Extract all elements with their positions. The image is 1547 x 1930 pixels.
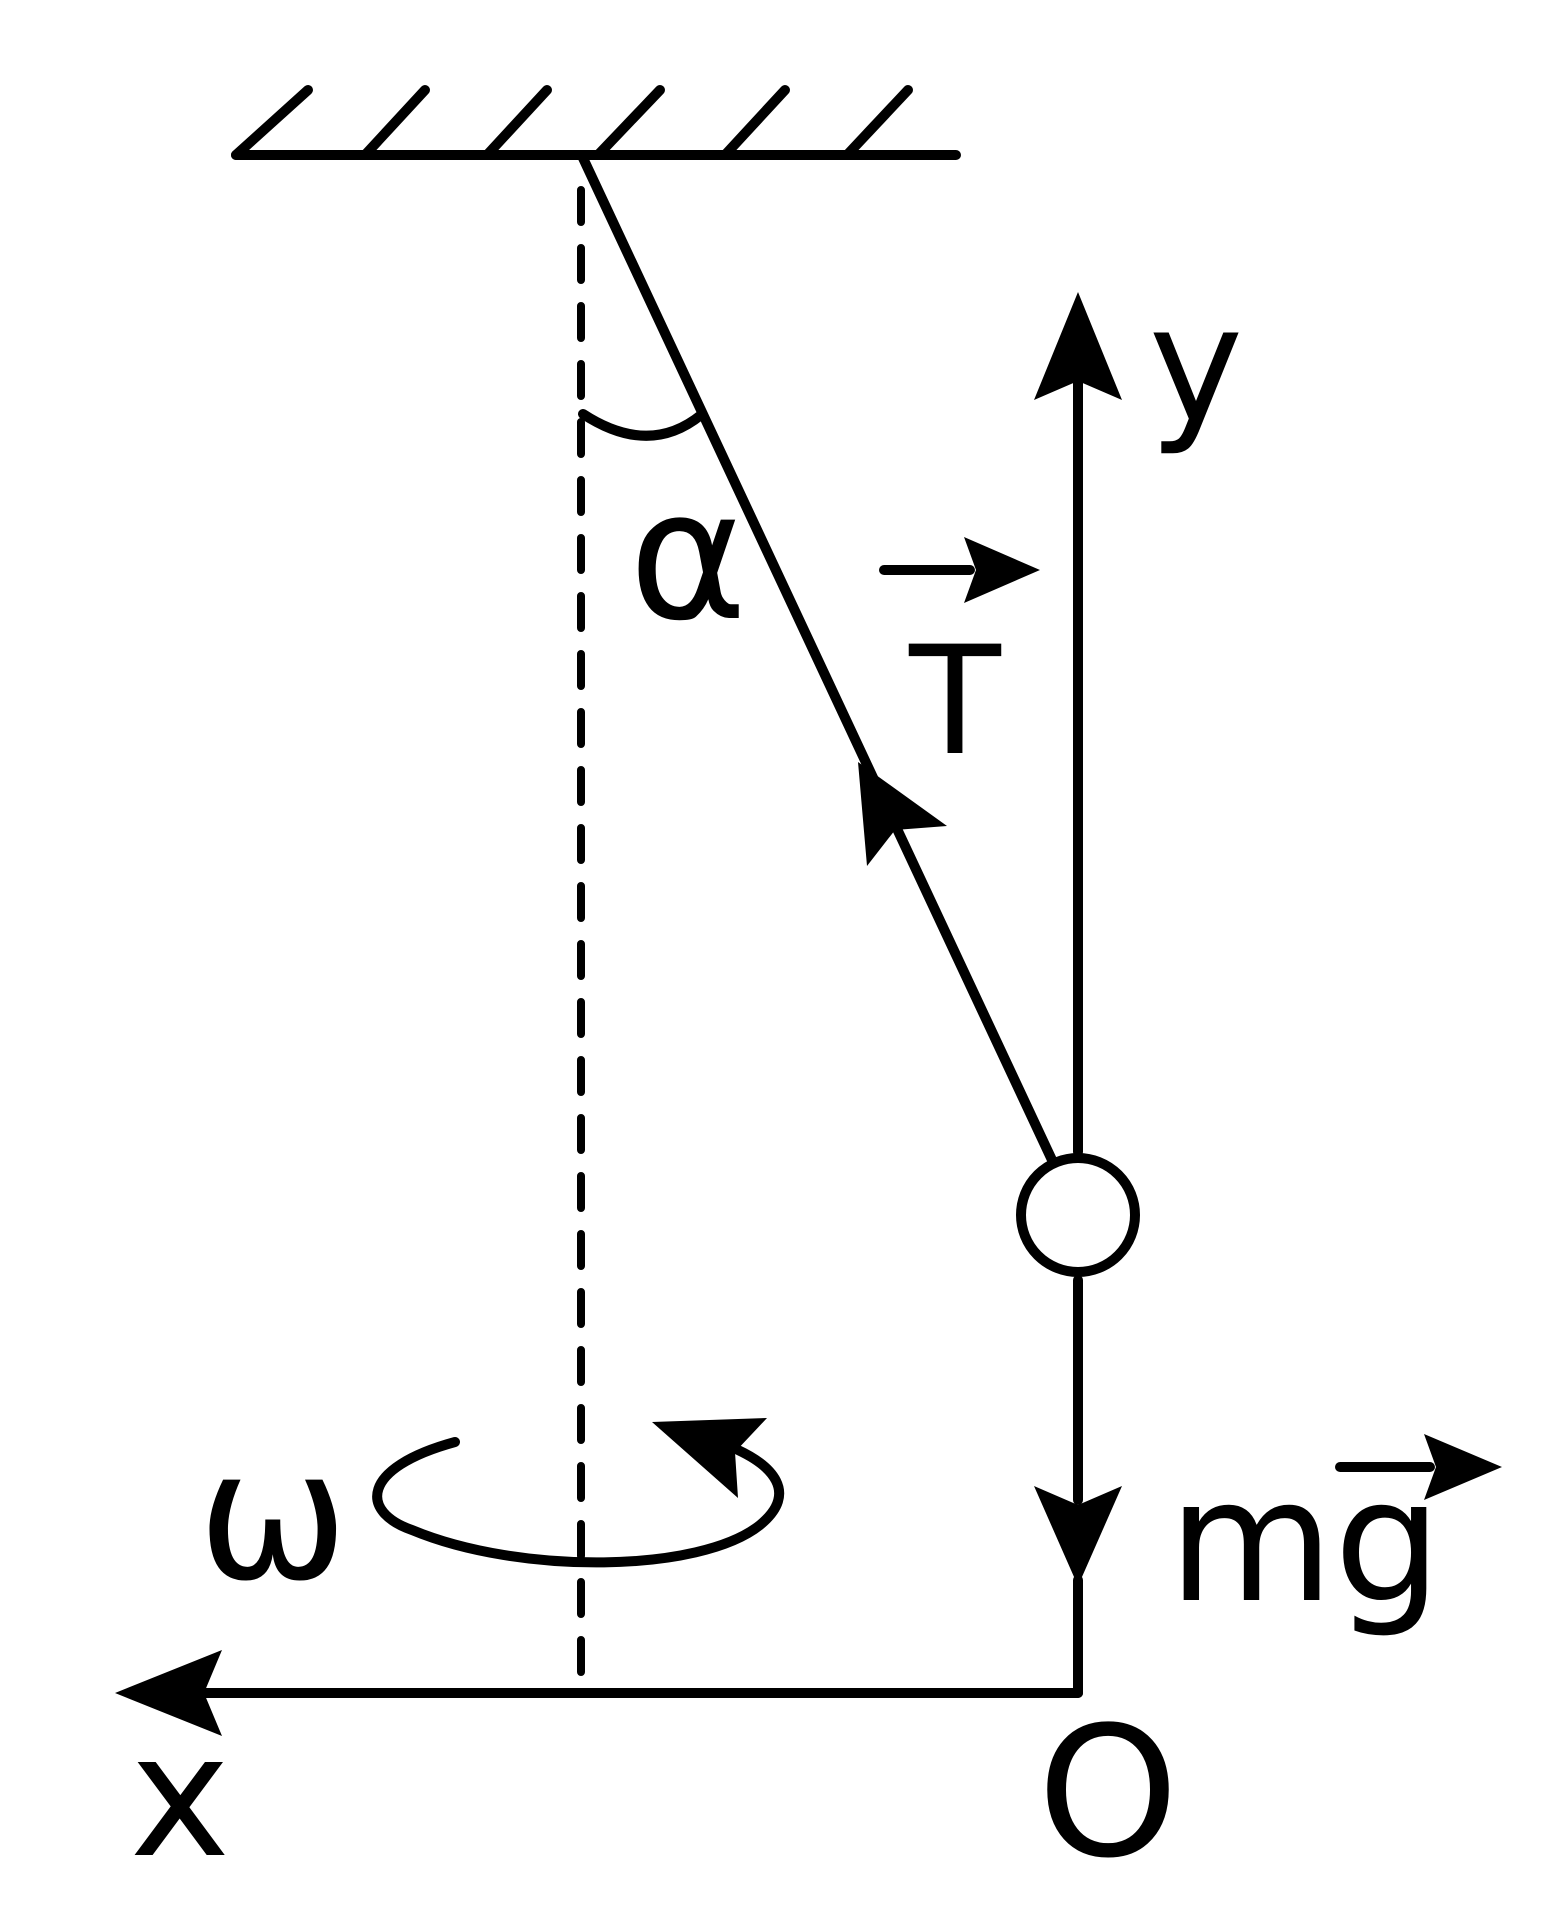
gravity-label: mg — [1168, 1434, 1502, 1641]
angle-arc — [578, 409, 706, 441]
ceiling-support — [231, 85, 961, 160]
gravity-vector-arrowhead — [1424, 1434, 1502, 1500]
alpha-label: α — [629, 452, 748, 661]
tension-arrowhead — [858, 762, 947, 866]
pendulum-bob — [1016, 1153, 1140, 1277]
rotation-arc — [372, 1437, 785, 1568]
tension-letter: T — [908, 615, 1002, 789]
y-axis-label: y — [1149, 271, 1244, 458]
tension-label: T — [879, 537, 1040, 789]
x-axis-label: x — [130, 1698, 231, 1896]
omega-label: ω — [198, 1412, 349, 1621]
rotation-arrowhead — [652, 1418, 767, 1498]
y-axis-arrowhead — [1034, 292, 1122, 400]
origin-label: O — [1037, 1689, 1179, 1898]
string — [578, 153, 1057, 1165]
tension-vector-arrowhead — [964, 537, 1040, 603]
gravity-arrowhead — [1034, 1486, 1122, 1586]
x-axis-arrowhead — [115, 1650, 222, 1736]
gravity-text: mg — [1168, 1443, 1442, 1641]
